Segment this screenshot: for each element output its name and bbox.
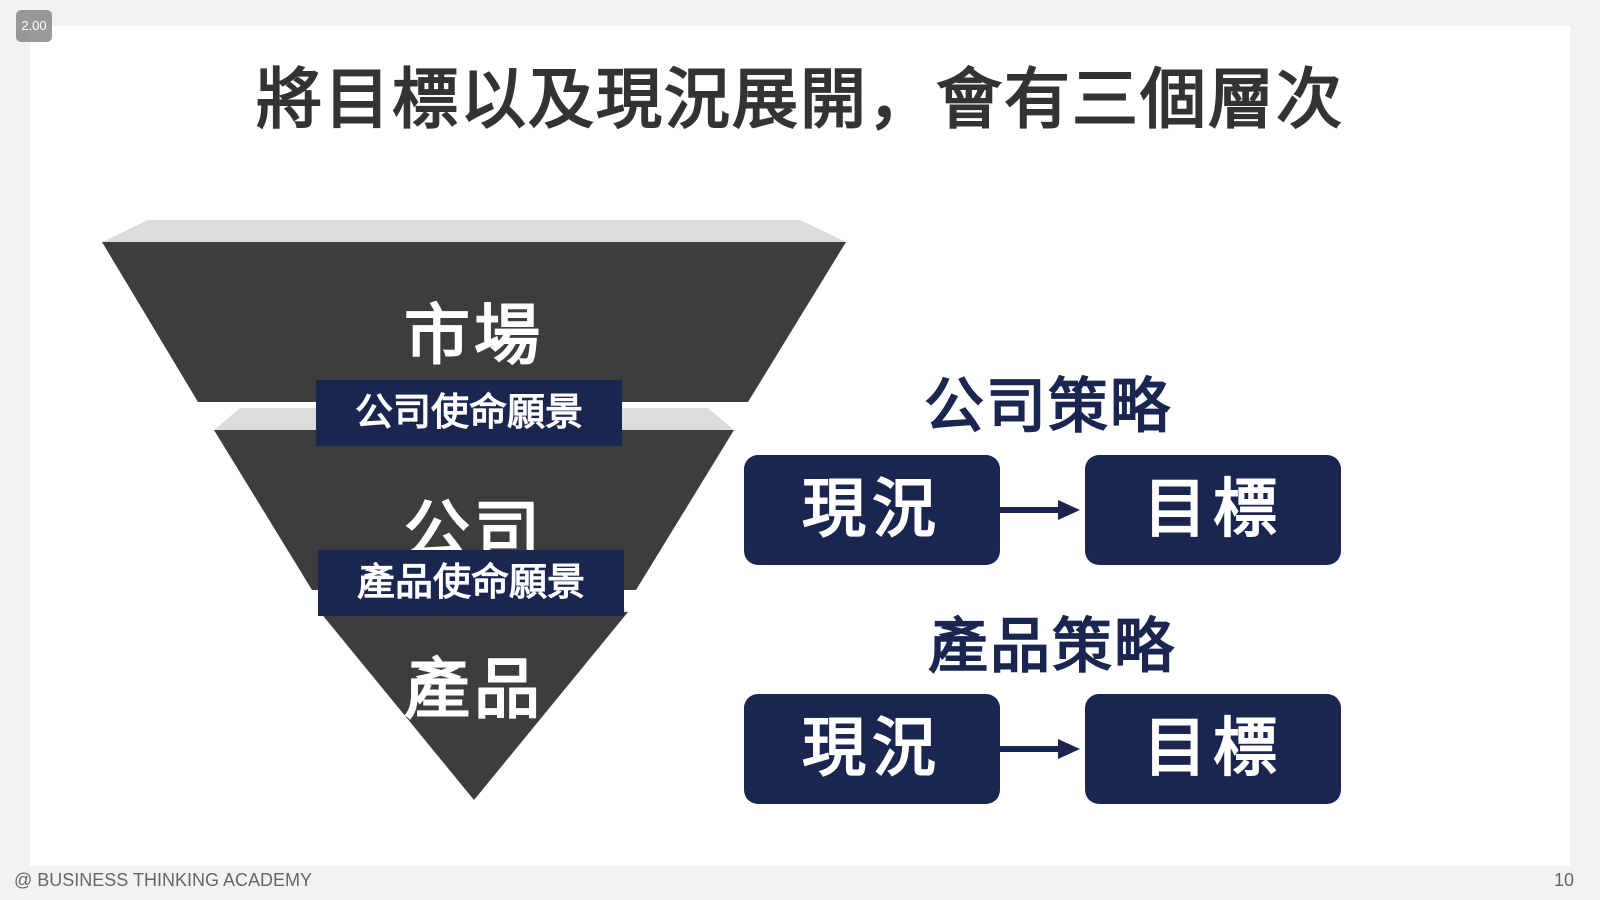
funnel-level-market: 市場 [404, 297, 544, 374]
funnel-product-layer [320, 612, 628, 800]
playback-speed-badge[interactable]: 2.00 [16, 10, 52, 42]
product-mission-tag: 產品使命願景 [318, 550, 624, 616]
product-current-state-box: 現況 [744, 694, 1000, 804]
company-strategy-title: 公司策略 [924, 372, 1172, 442]
funnel-market-top-face [102, 220, 846, 242]
slide-title: 將目標以及現況展開，會有三個層次 [256, 61, 1344, 138]
product-arrow-icon [1000, 739, 1080, 759]
company-mission-tag: 公司使命願景 [316, 380, 622, 446]
company-target-box: 目標 [1085, 455, 1341, 565]
product-target-box: 目標 [1085, 694, 1341, 804]
company-arrow-icon [1000, 500, 1080, 520]
footer-brand: @ BUSINESS THINKING ACADEMY [14, 870, 313, 890]
funnel-level-product: 產品 [404, 651, 544, 728]
company-current-state-box: 現況 [744, 455, 1000, 565]
slide-page-number: 10 [1553, 870, 1574, 890]
product-strategy-title: 產品策略 [928, 612, 1176, 682]
funnel-market-layer [102, 242, 846, 402]
